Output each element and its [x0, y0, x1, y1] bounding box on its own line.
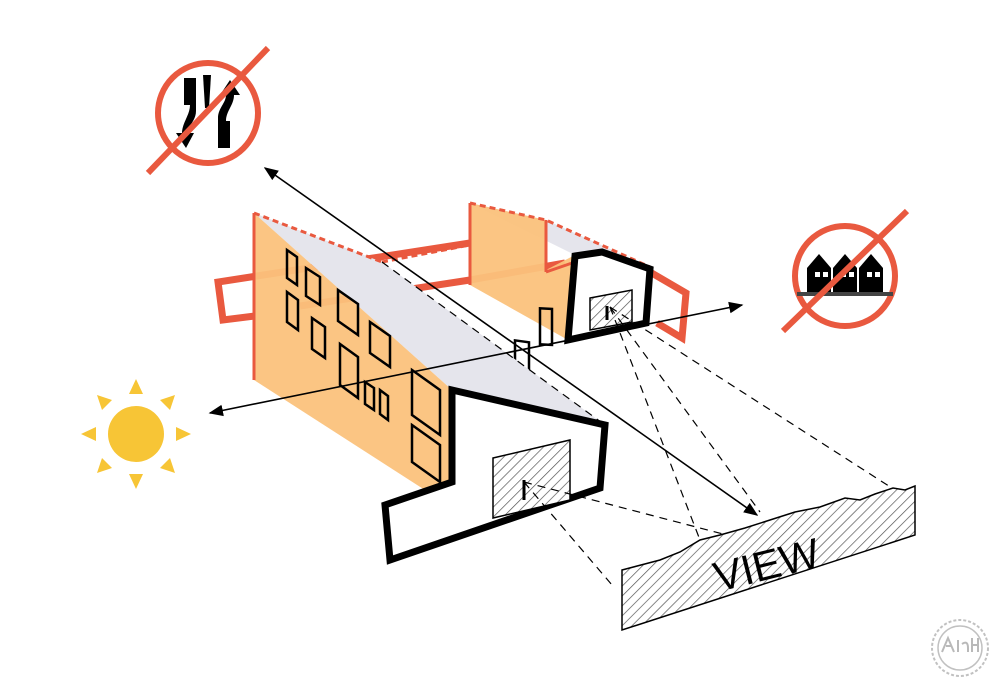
- axis-arrows: [208, 167, 759, 516]
- no-two-way-traffic-icon: [145, 45, 271, 176]
- sun-axis-arrow: [208, 301, 744, 417]
- sun-icon: [81, 379, 191, 489]
- view-panel: VIEW: [621, 484, 916, 632]
- rear-facade: [470, 203, 575, 340]
- archdaily-watermark-logo: [931, 619, 989, 677]
- no-neighbouring-houses-icon: [780, 208, 910, 334]
- view-mountain-silhouette: [621, 484, 916, 632]
